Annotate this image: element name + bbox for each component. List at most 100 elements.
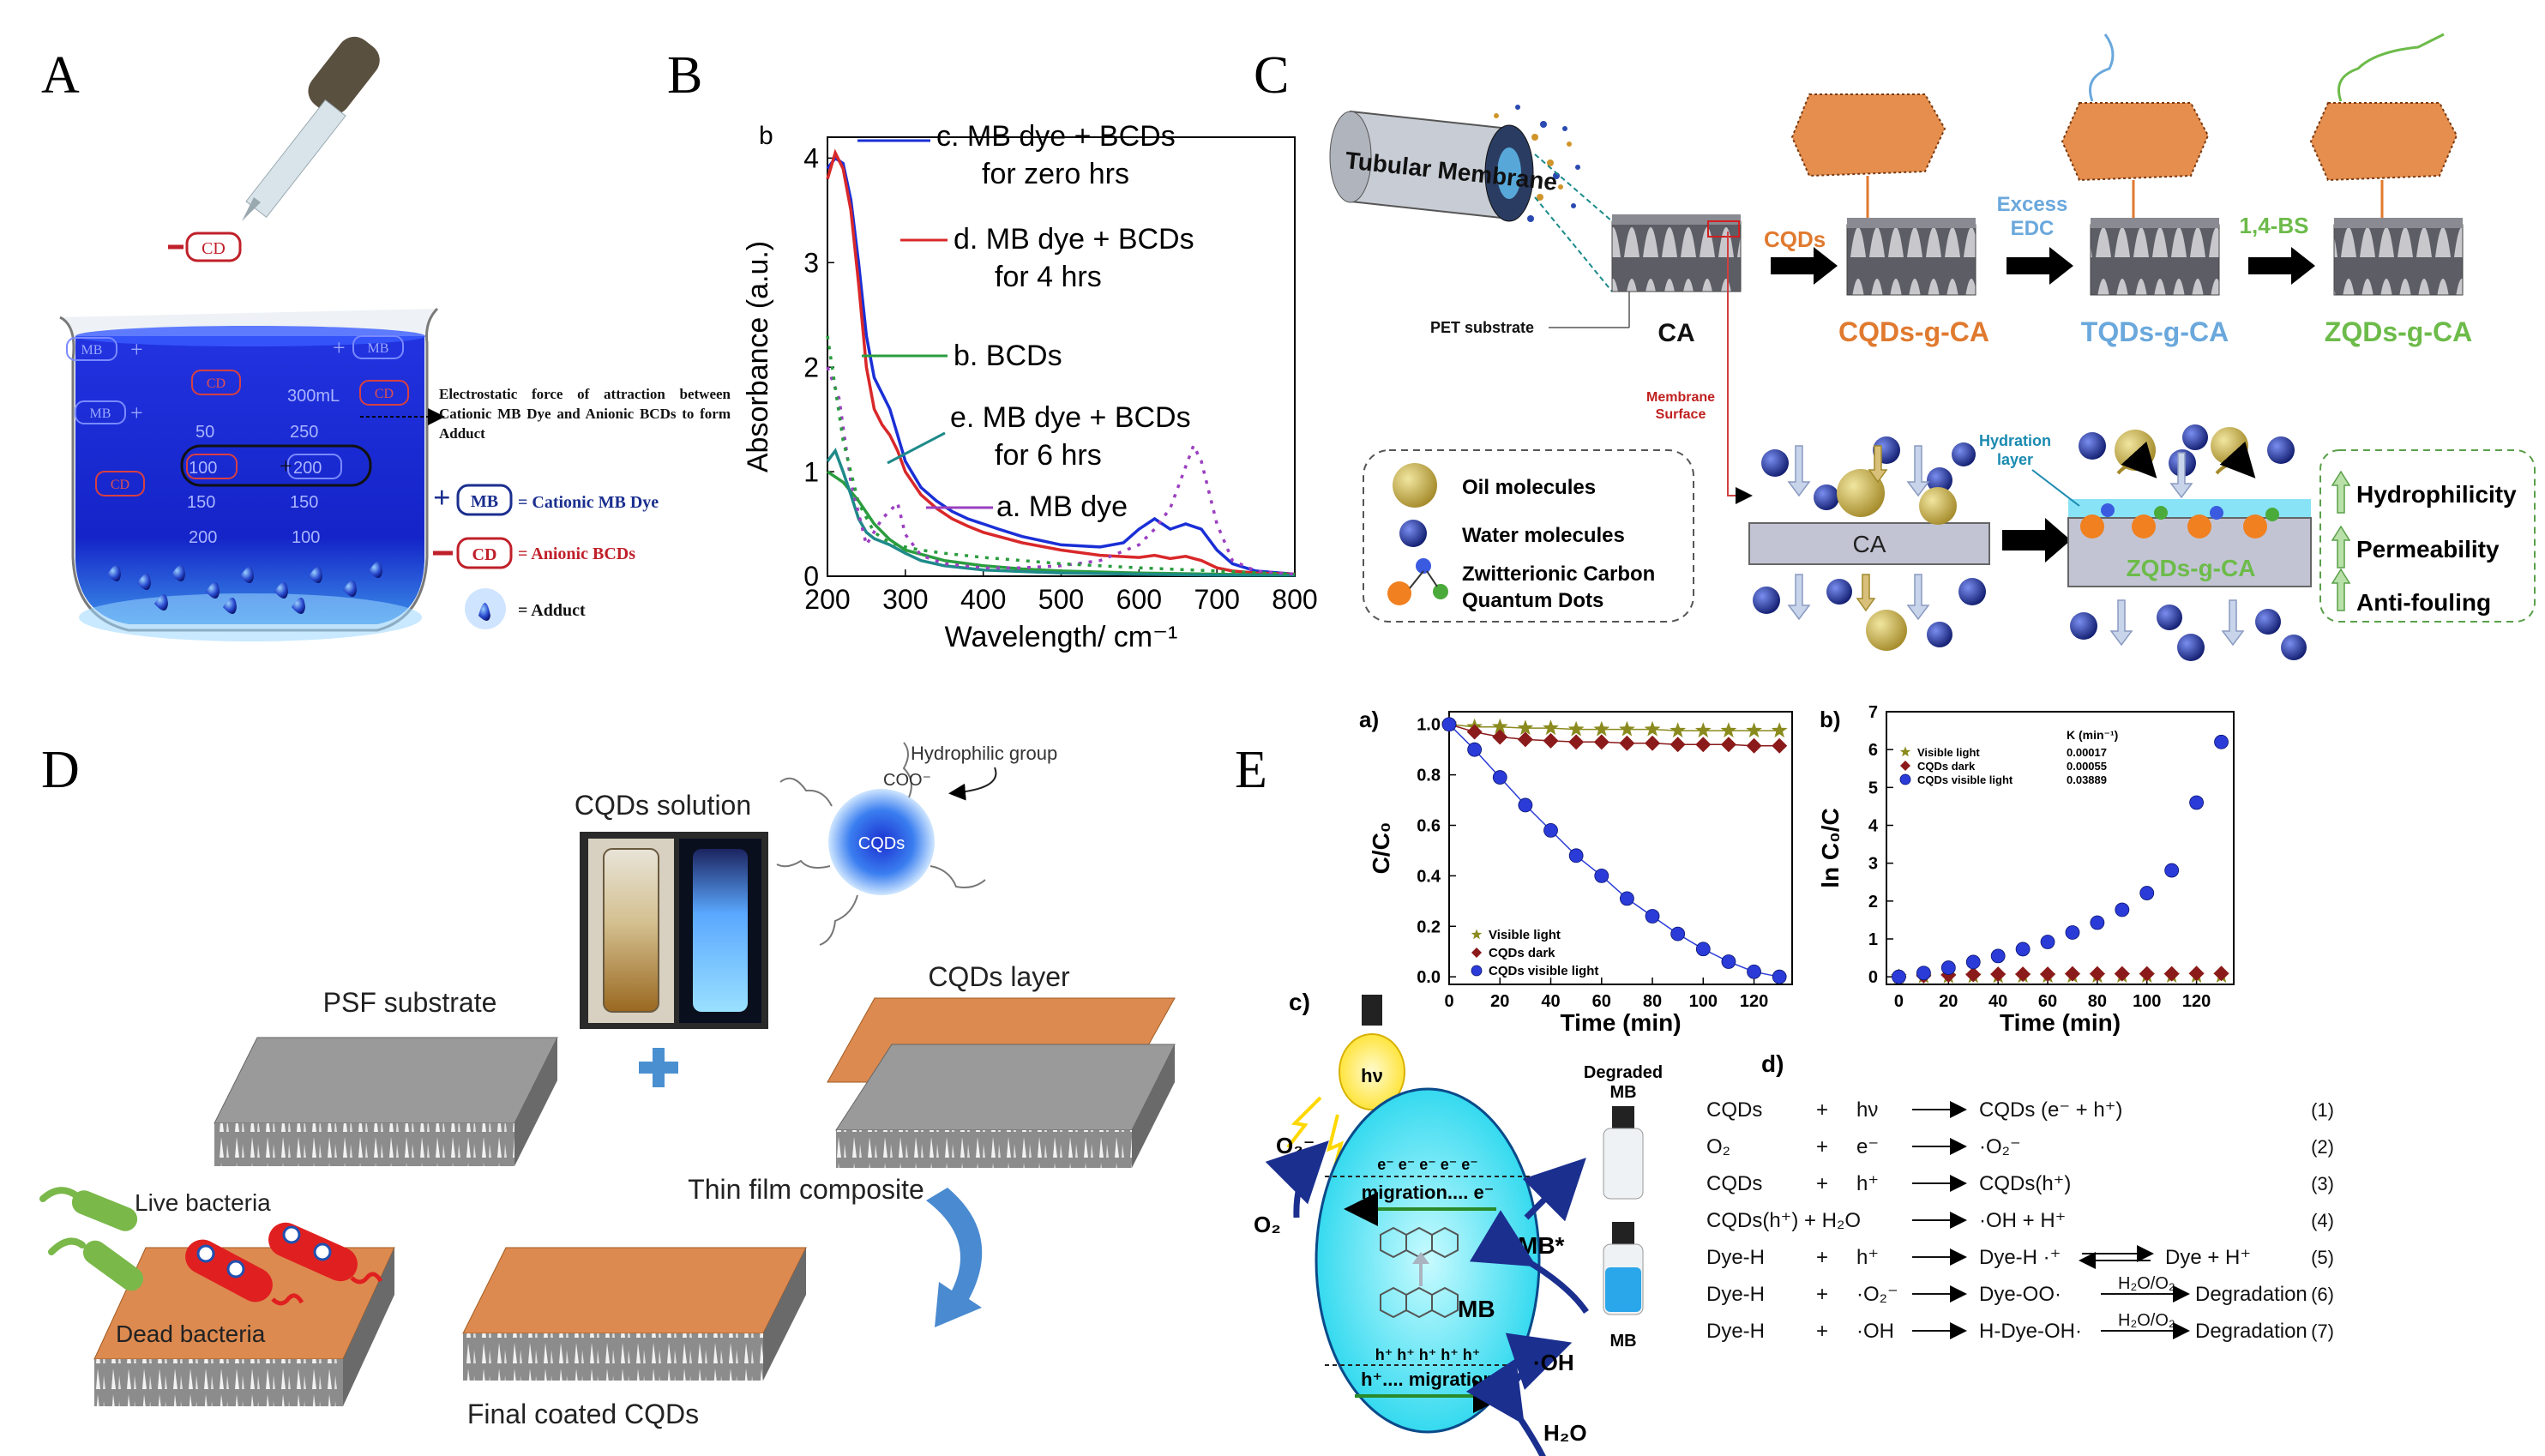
svg-text:Degraded: Degraded [1584, 1063, 1663, 1082]
svg-text:200: 200 [293, 459, 322, 478]
psf-substrate [214, 1037, 558, 1166]
attraction-annotation: Electrostatic force of attraction betwee… [439, 386, 731, 442]
svg-text:MB*: MB* [1518, 1232, 1565, 1259]
data-point [1471, 948, 1482, 958]
legend-entry: CQDs dark [1917, 760, 1976, 773]
y-tick-label: 6 [1868, 741, 1878, 760]
product-2: Degradation [2195, 1320, 2307, 1343]
arrow-icon [2007, 247, 2073, 285]
svg-text:·OH: ·OH [1533, 1350, 1574, 1375]
svg-text:O₂⁻: O₂⁻ [1276, 1133, 1315, 1158]
data-point [2188, 966, 2205, 982]
data-point [2114, 966, 2130, 982]
ca-membrane [1611, 214, 1742, 292]
chart-tag: a) [1359, 707, 1379, 732]
svg-text:CD: CD [207, 376, 226, 391]
panel-letter-a: A [41, 46, 80, 105]
x-tick-label: 120 [2182, 992, 2211, 1011]
data-point [1746, 737, 1762, 754]
x-tick-label: 700 [1194, 584, 1239, 615]
data-point [1492, 729, 1508, 745]
beaker [59, 307, 439, 641]
adduct-droplets [107, 562, 382, 614]
svg-text:hν: hν [1361, 1065, 1383, 1086]
data-point [1990, 966, 2007, 983]
data-point [1900, 761, 1910, 771]
beaker-marks: 300mL 250 50 200 100 150 150 100 200 [187, 387, 340, 547]
data-point [1644, 720, 1661, 737]
data-point [1916, 966, 1931, 981]
data-point [1467, 742, 1483, 757]
data-point [1990, 948, 2006, 964]
y-tick-label: 0.8 [1417, 767, 1441, 785]
data-point [1441, 717, 1457, 732]
y-tick-label: 4 [803, 143, 819, 174]
svg-text:migration.... e⁻: migration.... e⁻ [1362, 1182, 1495, 1203]
cqd-layer-composite [827, 997, 1176, 1168]
reactant: Dye-H [1706, 1246, 1765, 1269]
x-tick-label: 0 [1894, 992, 1904, 1011]
svg-text:Hydrophilic group: Hydrophilic group [911, 743, 1057, 764]
data-point [1543, 732, 1559, 749]
data-point [1695, 942, 1711, 957]
svg-text:h⁺.... migration: h⁺.... migration [1361, 1369, 1495, 1390]
data-point [2090, 915, 2105, 930]
data-point [1670, 722, 1687, 738]
svg-text:150: 150 [187, 493, 215, 512]
series-line-3 [826, 448, 1295, 577]
y-tick-label: 1.0 [1417, 716, 1441, 735]
x-tick-label: 60 [2038, 992, 2057, 1011]
svg-text:Permeability: Permeability [2356, 536, 2500, 563]
svg-text:MB: MB [1609, 1083, 1636, 1102]
cqd-particle: CQDs COO⁻ Hydrophilic group [776, 742, 1057, 946]
svg-text:Hydrophilicity: Hydrophilicity [2356, 481, 2517, 508]
data-point [1567, 720, 1585, 737]
x-tick-label: 40 [1988, 992, 2007, 1011]
data-point [1568, 734, 1585, 750]
data-point [2015, 966, 2031, 983]
x-tick-label: 100 [2133, 992, 2161, 1011]
data-point [1721, 954, 1736, 969]
svg-text:CQDs: CQDs [1764, 226, 1826, 252]
svg-text:MB: MB [368, 341, 389, 356]
ca-filtration: CA [1748, 436, 1990, 651]
product: ·O₂⁻ [1979, 1135, 2021, 1158]
x-tick-label: 40 [1541, 992, 1560, 1011]
data-point [1594, 868, 1609, 883]
plot-frame [1886, 711, 2235, 985]
svg-text:200: 200 [189, 528, 217, 547]
data-point [2064, 966, 2080, 982]
plus-sign: + [1816, 1283, 1828, 1306]
y-tick-label: 1 [803, 456, 819, 487]
ca-label: CA [1658, 319, 1694, 347]
data-point [1619, 735, 1635, 751]
svg-text:CD: CD [472, 545, 497, 564]
data-point [1517, 731, 1533, 748]
legend-entry: CQDs dark [1489, 946, 1555, 960]
panel-a: A 300mL 250 50 200 100 150 150 100 200 C… [41, 36, 731, 641]
data-point [2040, 935, 2055, 949]
svg-text:Surface: Surface [1656, 407, 1706, 422]
legend-adduct: = Adduct [518, 601, 586, 620]
x-tick-label: 300 [882, 584, 928, 615]
series-label: b. BCDs [954, 340, 1062, 372]
svg-text:CD: CD [375, 387, 394, 401]
svg-text:Thin film composite: Thin film composite [688, 1174, 924, 1205]
reactant-2: ·OH [1856, 1320, 1894, 1343]
x-axis-label: Time (min) [1560, 1009, 1681, 1036]
svg-text:Zwitterionic Carbon: Zwitterionic Carbon [1462, 563, 1655, 586]
data-point [2139, 966, 2155, 982]
y-tick-label: 0.4 [1417, 867, 1441, 886]
y-tick-label: 0 [803, 561, 819, 592]
svg-text:+: + [130, 337, 143, 362]
data-point [2214, 734, 2229, 749]
svg-text:Live bacteria: Live bacteria [135, 1189, 271, 1216]
data-point [1471, 929, 1483, 940]
y-axis-label: Absorbance (a.u.) [742, 241, 774, 472]
dropper-icon [242, 36, 380, 221]
svg-text:e⁻ e⁻ e⁻ e⁻ e⁻: e⁻ e⁻ e⁻ e⁻ e⁻ [1377, 1156, 1478, 1173]
